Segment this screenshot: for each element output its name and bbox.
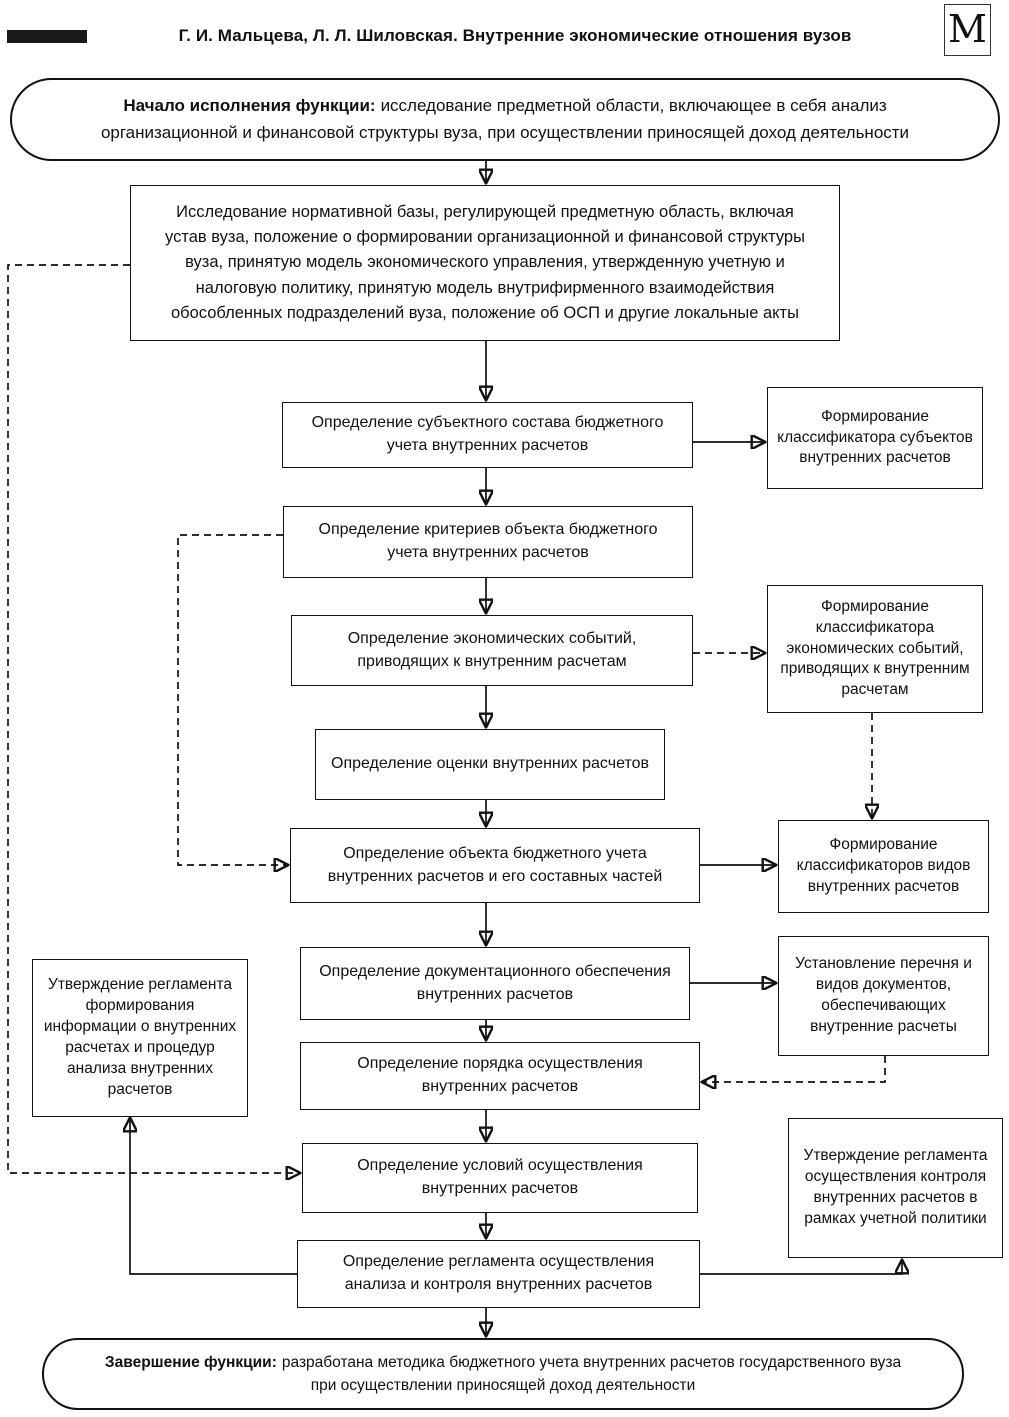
node-documents-list: Установление перечня и видов документов,…: [778, 936, 989, 1056]
node-criteria: Определение критериев объекта бюджетного…: [283, 506, 693, 578]
node-classifier-events: Формирование классификатора экономически…: [767, 585, 983, 713]
node-approve-info: Утверждение регламента формирования инфо…: [32, 959, 248, 1117]
node-end-label: Завершение функции:: [104, 1353, 277, 1371]
arrow-regulation-to-approve-info: [130, 1118, 297, 1275]
node-evaluation-text: Определение оценки внутренних расчетов: [331, 755, 649, 773]
dashed-arrow-documents-list-to-order: [702, 1056, 886, 1082]
node-classifier-kinds-text: Формирование классификаторов видов внутр…: [796, 836, 971, 895]
node-events: Определение экономических событий, приво…: [291, 615, 693, 686]
node-subjects: Определение субъектного состава бюджетно…: [282, 402, 693, 468]
node-object: Определение объекта бюджетного учета вну…: [290, 828, 700, 903]
publisher-logo: M: [944, 4, 991, 56]
node-end-text: разработана методика бюджетного учета вн…: [281, 1353, 902, 1394]
node-criteria-text: Определение критериев объекта бюджетного…: [318, 521, 658, 561]
node-classifier-subjects-text: Формирование классификатора субъектов вн…: [777, 407, 973, 467]
dashed-arrow-criteria-to-object: [177, 534, 288, 865]
node-subjects-text: Определение субъектного состава бюджетно…: [311, 414, 664, 454]
node-object-text: Определение объекта бюджетного учета вну…: [327, 844, 663, 885]
node-start-text: исследование предметной области, включаю…: [100, 96, 910, 142]
publisher-logo-letter: M: [948, 7, 987, 51]
node-documentation-text: Определение документационного обеспечени…: [319, 962, 671, 1003]
node-order-text: Определение порядка осуществления внутре…: [357, 1055, 643, 1095]
node-documents-list-text: Установление перечня и видов документов,…: [795, 955, 972, 1035]
node-approve-control: Утверждение регламента осуществления кон…: [788, 1118, 1003, 1258]
node-conditions: Определение условий осуществления внутре…: [302, 1143, 698, 1213]
node-classifier-kinds: Формирование классификаторов видов внутр…: [778, 820, 989, 913]
node-norm-base: Исследование нормативной базы, регулирую…: [130, 185, 840, 341]
node-regulation: Определение регламента осуществления ана…: [297, 1240, 700, 1308]
node-end: Завершение функции:разработана методика …: [42, 1338, 964, 1410]
node-evaluation: Определение оценки внутренних расчетов: [315, 729, 665, 800]
node-norm-base-text: Исследование нормативной базы, регулирую…: [165, 203, 805, 322]
node-order: Определение порядка осуществления внутре…: [300, 1042, 700, 1110]
node-regulation-text: Определение регламента осуществления ана…: [342, 1253, 655, 1293]
node-approve-control-text: Утверждение регламента осуществления кон…: [803, 1147, 988, 1227]
node-approve-info-text: Утверждение регламента формирования инфо…: [43, 976, 237, 1098]
node-events-text: Определение экономических событий, приво…: [347, 629, 637, 670]
header-rule-bar: [7, 30, 87, 43]
node-start: Начало исполнения функции:исследование п…: [10, 78, 1000, 161]
arrow-regulation-to-approve-control: [700, 1260, 902, 1275]
node-conditions-text: Определение условий осуществления внутре…: [357, 1157, 643, 1197]
node-classifier-events-text: Формирование классификатора экономически…: [780, 597, 970, 699]
dashed-arrow-normbase-to-conditions: [7, 264, 300, 1173]
node-classifier-subjects: Формирование классификатора субъектов вн…: [767, 387, 983, 489]
node-start-label: Начало исполнения функции:: [123, 96, 376, 116]
node-documentation: Определение документационного обеспечени…: [300, 947, 690, 1020]
page-title: Г. И. Мальцева, Л. Л. Шиловская. Внутрен…: [178, 26, 852, 45]
